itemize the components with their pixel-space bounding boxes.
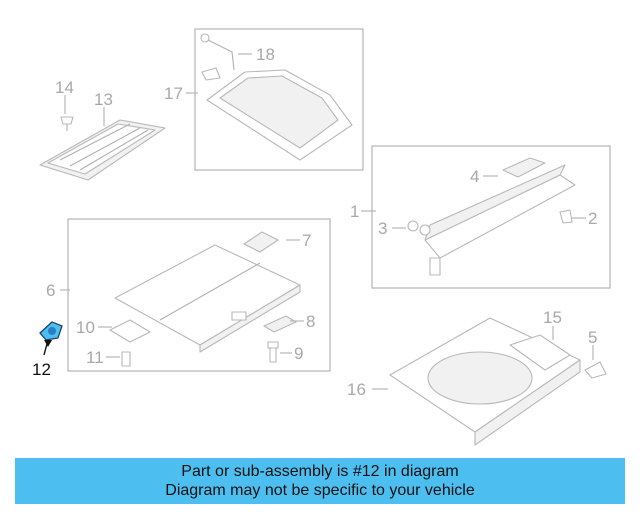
callout-8: 8	[306, 312, 315, 331]
callout-6: 6	[46, 281, 55, 300]
part-12-clip-highlighted[interactable]	[39, 321, 63, 356]
part-18-cable[interactable]	[200, 33, 235, 81]
part-5-clip[interactable]	[584, 361, 607, 379]
part-17-board[interactable]	[206, 69, 353, 161]
part-1-trim-panel[interactable]	[424, 164, 576, 276]
part-16-tire-tray[interactable]	[389, 317, 581, 446]
part-7-cap[interactable]	[243, 231, 279, 253]
parts-diagram: 14 13 17 18 1 3 4 2 6 7 10 8 11 9 15 5 1…	[32, 28, 611, 446]
callout-5: 5	[588, 328, 597, 347]
part-14-clip[interactable]	[60, 116, 74, 131]
part-13-floor-mat[interactable]	[39, 119, 166, 181]
callout-1: 1	[350, 202, 359, 221]
callout-3: 3	[378, 219, 387, 238]
banner-line-1: Part or sub-assembly is #12 in diagram	[181, 463, 459, 480]
part-15-spacer[interactable]	[509, 334, 571, 371]
callout-17: 17	[164, 84, 183, 103]
callout-12: 12	[32, 360, 51, 379]
callout-9: 9	[294, 344, 303, 363]
callout-7: 7	[302, 231, 311, 250]
callout-18: 18	[256, 45, 275, 64]
callout-15: 15	[543, 308, 562, 327]
callout-16: 16	[347, 380, 366, 399]
part-4-cover[interactable]	[502, 157, 546, 178]
part-9-bolt[interactable]	[267, 341, 279, 363]
callout-2: 2	[588, 209, 597, 228]
part-11-screw[interactable]	[121, 351, 131, 367]
callout-10: 10	[76, 318, 95, 337]
leader-lines	[60, 53, 594, 390]
part-8-plate[interactable]	[263, 315, 297, 333]
callout-11: 11	[86, 348, 104, 367]
part-3-retainer[interactable]	[407, 220, 431, 236]
group-box-17	[194, 28, 364, 171]
part-2-clip[interactable]	[559, 209, 573, 224]
callout-4: 4	[470, 167, 479, 186]
callout-13: 13	[94, 90, 113, 109]
info-banner: Part or sub-assembly is #12 in diagram D…	[15, 458, 625, 504]
callout-14: 14	[55, 78, 74, 97]
banner-line-2: Diagram may not be specific to your vehi…	[165, 482, 475, 499]
group-box-6	[67, 218, 331, 372]
group-box-1	[371, 145, 611, 289]
part-10-bracket[interactable]	[109, 319, 151, 343]
part-6-cargo-floor[interactable]	[114, 244, 301, 353]
